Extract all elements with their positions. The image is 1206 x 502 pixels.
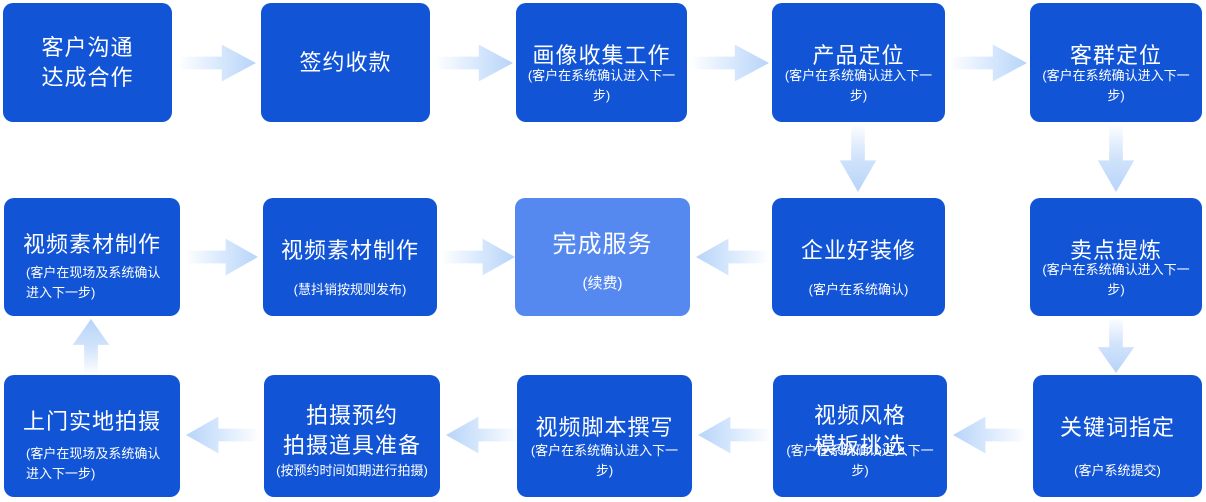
node-audience-positioning: 客群定位 (客户在系统确认进入下一步) <box>1030 3 1202 122</box>
node-title: 客户沟通 达成合作 <box>41 34 134 90</box>
node-title: 产品定位 <box>812 43 905 68</box>
node-subtitle: (客户在现场及系统确认 进入下一步) <box>26 446 161 481</box>
arrow-right-icon <box>186 238 258 276</box>
node-subtitle: (客户在系统确认进入下一步) <box>784 68 933 103</box>
node-video-style-template: 视频风格 模板挑选 (客户在系统确认进入下一步) <box>773 375 947 497</box>
node-title: 客群定位 <box>1069 43 1162 68</box>
node-selling-point: 卖点提炼 (客户在系统确认进入下一步) <box>1030 198 1202 316</box>
node-subtitle: (客户在系统确认进入下一步) <box>786 443 934 478</box>
arrow-down-icon <box>839 126 877 192</box>
arrow-right-icon <box>437 44 513 82</box>
arrow-left-icon <box>446 416 518 454</box>
arrow-left-icon <box>698 416 770 454</box>
arrow-right-icon <box>443 238 515 276</box>
node-subtitle: (客户在系统确认进入下一步) <box>530 443 679 478</box>
node-onsite-shooting: 上门实地拍摄 (客户在现场及系统确认 进入下一步) <box>4 375 180 497</box>
node-subtitle: (客户在系统确认进入下一步) <box>1042 68 1190 103</box>
node-customer-communication: 客户沟通 达成合作 <box>3 3 172 122</box>
arrow-down-icon <box>1097 126 1135 192</box>
node-enterprise-decoration: 企业好装修 (客户在系统确认) <box>772 198 945 316</box>
node-product-positioning: 产品定位 (客户在系统确认进入下一步) <box>772 3 945 122</box>
node-subtitle: (续费) <box>582 275 623 292</box>
arrow-left-icon <box>186 416 258 454</box>
node-video-material-publish: 视频素材制作 (慧抖销按规则发布) <box>263 198 437 316</box>
node-title: 拍摄预约 拍摄道具准备 <box>282 403 421 458</box>
node-subtitle: (客户在系统确认进入下一步) <box>527 68 676 103</box>
arrow-down-icon <box>1097 319 1135 373</box>
arrow-up-icon <box>72 319 110 373</box>
node-title: 关键词指定 <box>1059 415 1175 440</box>
arrow-left-icon <box>953 416 1025 454</box>
node-title: 视频风格 模板挑选 <box>813 403 906 458</box>
node-keyword-assignment: 关键词指定 (客户系统提交) <box>1033 375 1202 497</box>
arrow-left-icon <box>696 238 768 276</box>
node-subtitle: (客户在系统确认) <box>808 282 909 297</box>
node-title: 签约收款 <box>299 49 392 75</box>
node-title: 视频素材制作 <box>22 232 161 257</box>
node-subtitle: (慧抖销按规则发布) <box>293 282 407 297</box>
node-subtitle: (客户在现场及系统确认 进入下一步) <box>26 265 161 300</box>
arrow-right-icon <box>693 44 769 82</box>
node-contract-payment: 签约收款 <box>261 3 430 122</box>
node-video-material-production: 视频素材制作 (客户在现场及系统确认 进入下一步) <box>4 198 180 316</box>
node-profile-collection: 画像收集工作 (客户在系统确认进入下一步) <box>516 3 687 122</box>
node-title: 上门实地拍摄 <box>22 409 161 434</box>
node-title: 画像收集工作 <box>532 43 671 68</box>
node-title: 卖点提炼 <box>1069 238 1162 263</box>
arrow-right-icon <box>951 44 1027 82</box>
arrow-right-icon <box>180 44 256 82</box>
node-subtitle: (按预约时间如期进行拍摄) <box>276 463 428 478</box>
node-video-script: 视频脚本撰写 (客户在系统确认进入下一步) <box>517 375 692 497</box>
node-title: 完成服务 <box>552 231 653 258</box>
node-shooting-appointment: 拍摄预约 拍摄道具准备 (按预约时间如期进行拍摄) <box>264 375 440 497</box>
node-title: 视频脚本撰写 <box>535 415 674 440</box>
node-subtitle: (客户在系统确认进入下一步) <box>1042 262 1190 297</box>
node-title: 视频素材制作 <box>280 238 419 263</box>
node-service-complete: 完成服务 (续费) <box>515 198 690 316</box>
node-title: 企业好装修 <box>800 238 916 263</box>
node-subtitle: (客户系统提交) <box>1074 463 1161 478</box>
